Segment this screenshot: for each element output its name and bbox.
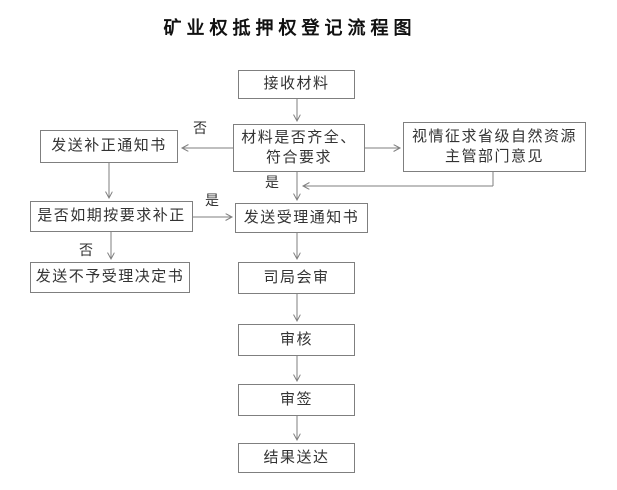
node-check-materials: 材料是否齐全、 符合要求 — [233, 124, 365, 172]
node-send-rejection-decision: 发送不予受理决定书 — [30, 262, 190, 293]
node-receive-materials: 接收材料 — [238, 70, 355, 99]
edge-label-check-no: 否 — [193, 122, 207, 137]
node-deliver-result-label: 结果送达 — [263, 449, 330, 466]
node-review-label: 审核 — [279, 331, 313, 348]
edge-label-corrected-no: 否 — [79, 244, 93, 259]
node-consult-provincial-dept-line1: 视情征求省级自然资源 — [411, 128, 577, 145]
node-consult-provincial-dept-line2: 主管部门意见 — [444, 149, 544, 165]
edge-label-corrected-yes: 是 — [205, 194, 219, 209]
node-consult-provincial-dept: 视情征求省级自然资源 主管部门意见 — [403, 122, 586, 172]
node-receive-materials-label: 接收材料 — [263, 76, 330, 93]
node-joint-review-label: 司局会审 — [263, 269, 330, 286]
node-send-correction-notice-label: 发送补正通知书 — [51, 138, 167, 155]
node-sign-off-label: 审签 — [279, 391, 313, 408]
node-send-rejection-decision-label: 发送不予受理决定书 — [35, 269, 185, 286]
node-check-materials-line1: 材料是否齐全、 — [241, 129, 357, 146]
node-corrected-on-time-label: 是否如期按要求补正 — [37, 208, 186, 225]
node-deliver-result: 结果送达 — [238, 443, 355, 473]
node-review: 审核 — [238, 324, 355, 356]
arrow-consult-to-junction — [303, 172, 494, 186]
node-send-acceptance-notice-label: 发送受理通知书 — [243, 209, 360, 226]
node-joint-review: 司局会审 — [238, 262, 355, 294]
node-send-acceptance-notice: 发送受理通知书 — [235, 203, 368, 233]
edge-label-check-yes: 是 — [265, 176, 279, 191]
node-send-correction-notice: 发送补正通知书 — [40, 130, 178, 163]
page-title: 矿业权抵押权登记流程图 — [163, 18, 417, 38]
node-sign-off: 审签 — [238, 384, 355, 416]
node-corrected-on-time: 是否如期按要求补正 — [30, 201, 193, 232]
node-check-materials-line2: 符合要求 — [265, 150, 332, 166]
